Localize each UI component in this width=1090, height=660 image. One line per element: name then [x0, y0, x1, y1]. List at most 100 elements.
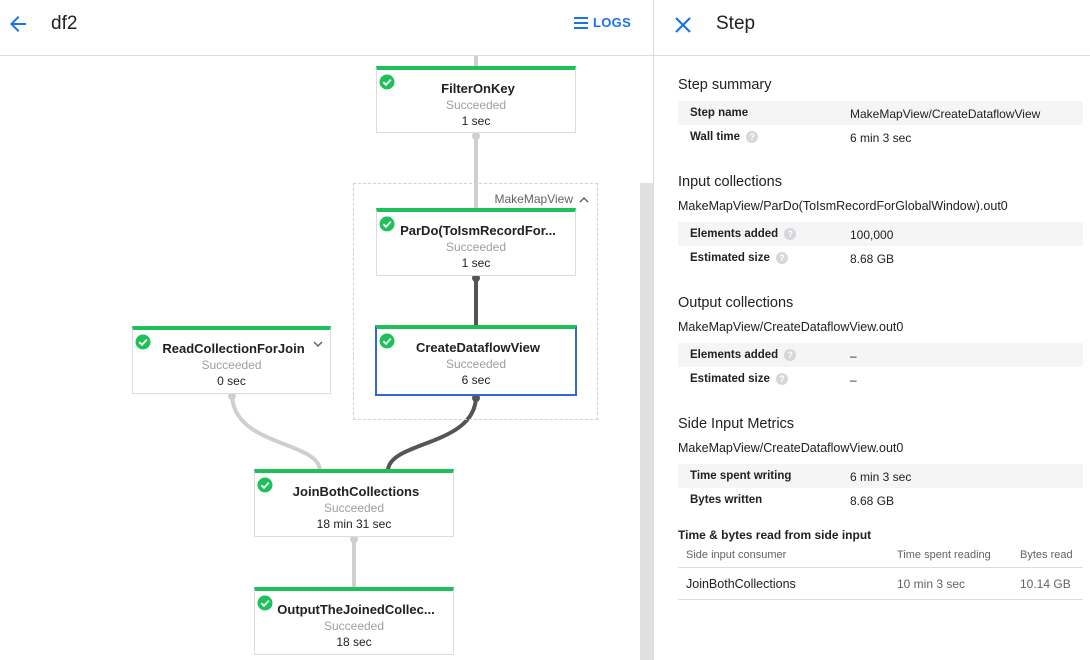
row-label: Time spent writing — [690, 470, 792, 482]
job-title: df2 — [51, 13, 78, 34]
step-summary-heading: Step summary — [678, 77, 772, 93]
row-value: 6 min 3 sec — [850, 131, 912, 145]
row-value: 6 min 3 sec — [850, 470, 912, 484]
help-icon[interactable]: ? — [784, 228, 797, 240]
help-icon[interactable]: ? — [746, 131, 759, 143]
step-name: JoinBothCollections — [292, 484, 420, 499]
side-input-read-heading: Time & bytes read from side input — [678, 528, 872, 542]
edge-port — [472, 394, 480, 402]
step-duration: 6 sec — [461, 373, 491, 387]
makemapview-group: MakeMapView — [353, 183, 598, 420]
step-status: Succeeded — [445, 357, 507, 371]
step-panel: Step Step summary Step name MakeMapView/… — [653, 0, 1090, 660]
edge-createview-join — [386, 395, 478, 471]
help-icon[interactable]: ? — [775, 252, 788, 264]
edge-port — [472, 274, 480, 282]
table-row: JoinBothCollections 10 min 3 sec 10.14 G… — [678, 568, 1083, 600]
row-label-wrap: Elements added? — [690, 228, 797, 240]
step-name: CreateDataflowView — [415, 340, 541, 355]
row-label: Bytes written — [690, 494, 763, 506]
side-input-collection-name: MakeMapView/CreateDataflowView.out0 — [678, 441, 904, 455]
check-circle-icon — [257, 477, 273, 493]
logs-button[interactable]: LOGS — [574, 15, 631, 30]
row-value: MakeMapView/CreateDataflowView — [850, 107, 1041, 121]
side-input-row-time: Time spent writing 6 min 3 sec — [678, 464, 1083, 488]
edge-read-join — [230, 393, 322, 471]
help-icon[interactable]: ? — [784, 349, 797, 361]
step-name: ParDo(ToIsmRecordFor... — [400, 223, 556, 238]
check-circle-icon — [135, 334, 151, 350]
step-duration: 1 sec — [461, 114, 491, 128]
step-node-pardo[interactable]: ParDo(ToIsmRecordFor... Succeeded 1 sec — [376, 208, 576, 276]
input-collection-name: MakeMapView/ParDo(ToIsmRecordForGlobalWi… — [678, 199, 1008, 213]
check-circle-icon — [379, 333, 395, 349]
step-node-filteronkey[interactable]: FilterOnKey Succeeded 1 sec — [376, 66, 576, 133]
graph-pane: df2 LOGS MakeMapView — [0, 0, 653, 660]
row-value: – — [850, 349, 857, 363]
step-duration: 1 sec — [461, 256, 491, 270]
edge-port — [228, 392, 236, 400]
row-label-wrap: Estimated size? — [690, 252, 788, 264]
column-header: Bytes read — [1020, 549, 1073, 561]
row-label-wrap: Wall time? — [690, 131, 759, 143]
cell-time-reading: 10 min 3 sec — [897, 577, 966, 591]
step-status: Succeeded — [445, 240, 507, 254]
step-status: Succeeded — [323, 501, 385, 515]
input-row-size: Estimated size? 8.68 GB — [678, 246, 1083, 270]
side-input-row-bytes: Bytes written 8.68 GB — [678, 488, 1083, 512]
row-label-wrap: Estimated size? — [690, 373, 788, 385]
step-name: FilterOnKey — [441, 81, 515, 96]
row-label: Step name — [690, 107, 749, 119]
edge-port — [472, 132, 480, 140]
output-collection-name: MakeMapView/CreateDataflowView.out0 — [678, 320, 904, 334]
panel-title: Step — [716, 13, 756, 34]
step-status: Succeeded — [445, 98, 507, 112]
list-icon — [574, 16, 588, 29]
check-circle-icon — [257, 595, 273, 611]
step-status: Succeeded — [201, 358, 262, 372]
output-row-size: Estimated size? – — [678, 367, 1083, 391]
step-duration: 18 min 31 sec — [316, 517, 392, 531]
row-label: Elements added — [690, 349, 779, 361]
step-duration: 0 sec — [217, 374, 246, 388]
row-label: Estimated size — [690, 373, 770, 385]
side-input-table-header: Side input consumer Time spent reading B… — [678, 545, 1083, 568]
output-collections-heading: Output collections — [678, 295, 794, 311]
step-status: Succeeded — [323, 619, 385, 633]
input-collections-heading: Input collections — [678, 174, 782, 190]
output-row-elements: Elements added? – — [678, 343, 1083, 367]
check-circle-icon — [379, 216, 395, 232]
graph-scrollbar[interactable] — [640, 183, 653, 660]
step-node-createdataflowview[interactable]: CreateDataflowView Succeeded 6 sec — [375, 325, 577, 396]
cell-bytes-read: 10.14 GB — [1020, 577, 1071, 591]
step-node-outputthejoinedcollection[interactable]: OutputTheJoinedCollec... Succeeded 18 se… — [254, 587, 454, 655]
cell-consumer: JoinBothCollections — [686, 577, 796, 591]
step-duration: 18 sec — [336, 635, 372, 649]
row-label: Estimated size — [690, 252, 770, 264]
step-node-readcollectionforjoin[interactable]: ReadCollectionForJoin Succeeded 0 sec — [132, 326, 331, 394]
group-collapse-toggle[interactable]: MakeMapView — [495, 192, 589, 206]
chevron-down-icon[interactable] — [312, 338, 324, 350]
back-arrow-icon[interactable] — [6, 12, 30, 36]
row-value: 8.68 GB — [850, 252, 895, 266]
input-row-elements: Elements added? 100,000 — [678, 222, 1083, 246]
edge-port — [350, 535, 358, 543]
column-header: Side input consumer — [686, 549, 787, 561]
summary-row-step-name: Step name MakeMapView/CreateDataflowView — [678, 101, 1083, 125]
row-label-wrap: Elements added? — [690, 349, 797, 361]
panel-header: Step — [654, 0, 1090, 56]
summary-row-wall-time: Wall time? 6 min 3 sec — [678, 125, 1083, 149]
step-name: OutputTheJoinedCollec... — [277, 602, 435, 617]
check-circle-icon — [379, 74, 395, 90]
row-label: Wall time — [690, 131, 741, 143]
column-header: Time spent reading — [897, 549, 991, 561]
help-icon[interactable]: ? — [775, 373, 788, 385]
chevron-up-icon — [579, 196, 589, 203]
step-node-joinbothcollections[interactable]: JoinBothCollections Succeeded 18 min 31 … — [254, 469, 454, 537]
close-icon[interactable] — [672, 14, 694, 36]
row-label: Elements added — [690, 228, 779, 240]
row-value: – — [850, 373, 857, 387]
row-value: 8.68 GB — [850, 494, 895, 508]
graph-header: df2 LOGS — [0, 0, 653, 56]
step-name: ReadCollectionForJoin — [162, 341, 305, 356]
